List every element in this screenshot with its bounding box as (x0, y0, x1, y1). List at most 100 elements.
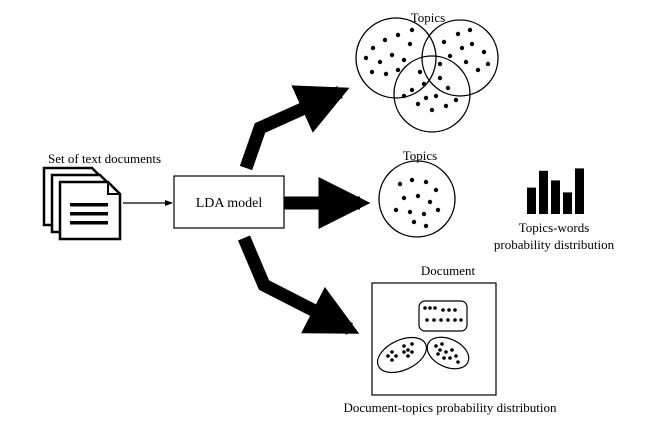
word-dot (443, 103, 449, 109)
document-word-block (418, 300, 468, 332)
topics-single-label: Topics (403, 148, 437, 163)
word-dot (370, 45, 376, 51)
word-dot (475, 67, 481, 73)
word-dot (436, 352, 440, 356)
word-dot (394, 354, 398, 358)
word-dot (417, 69, 423, 75)
word-dot (453, 308, 457, 312)
word-dot (401, 93, 407, 99)
document-topics-label: Document-topics probability distribution (343, 400, 557, 415)
document-topic-ellipse-a (376, 336, 428, 374)
document-words-rect (418, 300, 468, 332)
topic-single-circle (378, 160, 456, 238)
topics-words-label-line1: Topics-words (519, 220, 590, 235)
word-dot (463, 59, 469, 65)
word-dot (433, 187, 439, 193)
word-dot (445, 85, 451, 91)
document-label: Document (421, 263, 476, 278)
stacked-documents-icon (42, 166, 122, 241)
word-dot (411, 219, 417, 225)
word-dot (485, 61, 491, 67)
word-dot (444, 350, 448, 354)
word-dot (454, 354, 458, 358)
bar-icon-bar (563, 192, 572, 214)
word-dot (481, 49, 487, 55)
word-dot (441, 308, 445, 312)
word-dot (393, 207, 399, 213)
word-dot (402, 344, 406, 348)
topic-word-dots (363, 27, 491, 113)
word-dot (415, 101, 421, 107)
word-dot (433, 93, 439, 99)
bar-icon-bar (551, 180, 560, 214)
word-dot (469, 41, 475, 47)
word-dot (409, 177, 415, 183)
word-dot (459, 318, 463, 322)
word-dot (432, 318, 436, 322)
document-topic-ellipse-left (376, 336, 428, 374)
topic-single-word-dots (393, 177, 441, 229)
word-dot (446, 318, 450, 322)
model-to-topics-overlap-arrow (239, 85, 350, 171)
word-dot (450, 348, 454, 352)
word-dot (441, 39, 447, 45)
word-dot (428, 306, 432, 310)
topic-circle-bottom (393, 55, 471, 133)
word-dot (447, 308, 451, 312)
word-dot (435, 207, 441, 213)
input-label: Set of text documents (48, 151, 161, 166)
topics-overlap-venn (355, 17, 499, 133)
word-dot (386, 354, 390, 358)
model-to-document-arrow (238, 235, 360, 335)
word-dot (453, 318, 457, 322)
topic-single-circle-group (378, 160, 456, 238)
word-dot (390, 350, 394, 354)
word-dot (437, 75, 443, 81)
word-dot (402, 350, 406, 354)
word-dot (401, 57, 407, 63)
bar-chart-icon (527, 168, 584, 214)
word-dot (456, 360, 460, 364)
word-dot (369, 69, 375, 75)
topic-circle-right (421, 19, 499, 97)
word-dot (397, 181, 403, 187)
word-dot (455, 31, 461, 37)
bar-icon-bar (575, 168, 584, 214)
word-dot (407, 209, 413, 215)
word-dot (459, 45, 465, 51)
topics-words-label-line2: probability distribution (494, 237, 615, 252)
word-dot (442, 356, 446, 360)
topic-circle-left (355, 17, 437, 99)
word-dot (407, 41, 413, 47)
word-dot (415, 193, 421, 199)
word-dot (421, 211, 427, 217)
word-dot (409, 87, 415, 93)
word-dot (423, 179, 429, 185)
document-word-dots (423, 306, 463, 322)
word-dot (363, 55, 369, 61)
word-dot (423, 95, 429, 101)
bar-icon-bar (539, 170, 548, 214)
word-dot (434, 344, 438, 348)
topics-overlap-label: Topics (411, 10, 445, 25)
word-dot (439, 318, 443, 322)
word-dot (423, 223, 429, 229)
word-dot (383, 71, 389, 77)
word-dot (467, 27, 473, 33)
word-dot (425, 318, 429, 322)
word-dot (427, 199, 433, 205)
word-dot (448, 356, 452, 360)
lda-model-label: LDA model (196, 196, 263, 211)
word-dot (423, 306, 427, 310)
word-dot (377, 59, 383, 65)
word-dot (390, 358, 394, 362)
word-dot (389, 52, 395, 58)
word-dot (447, 53, 453, 59)
word-dot (401, 195, 407, 201)
document-topic-ellipse-right (426, 336, 470, 370)
word-dot (395, 67, 401, 73)
word-dot (410, 350, 414, 354)
word-dot (438, 348, 442, 352)
word-dot (406, 354, 410, 358)
